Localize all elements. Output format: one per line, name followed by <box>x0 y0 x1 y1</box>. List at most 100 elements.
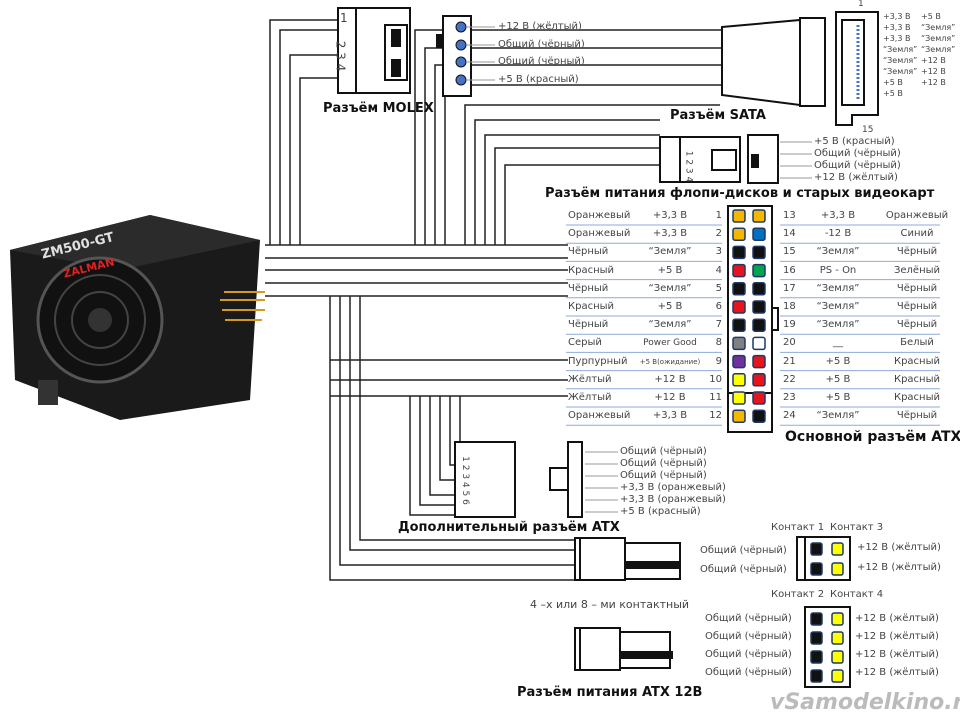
floppy-label: +12 В (жёлтый) <box>814 172 898 183</box>
pin-label: +12 В (жёлтый) <box>857 562 941 573</box>
atx-pin-5 <box>732 282 746 296</box>
contact-2-label: Контакт 2 <box>771 589 825 600</box>
atx-pin-6 <box>732 300 746 314</box>
sata-pin-label: “Земля” <box>883 45 918 54</box>
pin-voltage: +5 В(ожидание) <box>639 357 701 366</box>
sata-pin-label: +3,3 В <box>883 12 911 21</box>
pin-label: Общий (чёрный) <box>705 631 792 642</box>
pin-voltage: +5 В <box>657 264 683 276</box>
wire-color: Чёрный <box>896 319 938 331</box>
wire-color: Красный <box>568 264 615 276</box>
pin-voltage: +5 В <box>657 301 683 312</box>
psu-image <box>10 215 265 420</box>
atx-pin-18 <box>752 300 766 314</box>
pin-number: 12 <box>709 410 722 422</box>
sata-pin-label: “Земля” <box>921 34 956 43</box>
atx-pin-24 <box>752 409 766 423</box>
atx-pin-21 <box>752 354 766 369</box>
sata-pin-label: “Земля” <box>921 23 956 32</box>
pin-voltage: “Земля” <box>816 301 860 312</box>
pin-label: Общий (чёрный) <box>705 613 792 624</box>
pin-number: 4 <box>715 264 722 276</box>
aux-pins: 1 2 3 4 5 6 <box>459 456 470 505</box>
atx-pin-2 <box>732 227 746 241</box>
atx-pin-23 <box>752 391 766 405</box>
sata-pin-label: +3,3 В <box>883 23 911 32</box>
pin-voltage: “Земля” <box>648 282 692 294</box>
aux-pin-label: Общий (чёрный) <box>620 446 707 457</box>
pin-voltage: “Земля” <box>816 246 860 258</box>
atx-pin-9 <box>732 354 746 369</box>
sata-pin-label: +5 В <box>883 78 903 87</box>
pin-label: Общий (чёрный) <box>705 667 792 678</box>
wire-color: Оранжевый <box>885 210 949 221</box>
wire-color: Оранжевый <box>568 228 631 240</box>
wire-color: Чёрный <box>568 282 609 294</box>
sata-pin-label: +5 В <box>921 12 941 21</box>
pin-number: 20 <box>783 337 796 349</box>
pin-voltage: -12 В <box>824 228 852 240</box>
wire-color: Оранжевый <box>568 210 631 221</box>
pin-number: 22 <box>783 373 796 385</box>
pin-label: Общий (чёрный) <box>700 545 787 556</box>
pin-12v <box>831 669 844 683</box>
pin-label: +12 В (жёлтый) <box>855 649 939 660</box>
atx-pin-20 <box>752 336 766 351</box>
wire-color: Чёрный <box>896 282 938 294</box>
sata-pin-label: “Земля” <box>921 45 956 54</box>
pin-voltage: “Земля” <box>816 319 860 331</box>
atx-pin-12 <box>732 409 746 423</box>
pin-number: 21 <box>783 355 796 367</box>
wire-color: Чёрный <box>896 301 938 312</box>
pin-12v <box>831 542 844 556</box>
atx-pin-15 <box>752 245 766 260</box>
sata-title: Разъём SATA <box>670 108 766 123</box>
pin-number: 24 <box>783 410 796 422</box>
floppy-label: Общий (чёрный) <box>814 160 901 171</box>
sata-pin-label: +5 В <box>883 89 903 98</box>
wire-color: Серый <box>568 337 602 349</box>
atx-pin-13 <box>752 209 766 223</box>
atx12v-subtitle: 4 –х или 8 – ми контактный <box>530 598 690 611</box>
atx-pin-22 <box>752 373 766 387</box>
pin-number: 5 <box>715 282 722 294</box>
pin-voltage: +5 В <box>825 392 851 403</box>
molex-pins: 2 3 4 <box>333 40 348 72</box>
molex-title: Разъём MOLEX <box>323 101 434 116</box>
atx-main-title: Основной разъём ATX <box>785 429 960 445</box>
pin-number: 18 <box>783 301 796 312</box>
wire-color: Чёрный <box>896 410 938 422</box>
pin-voltage: +3,3 В <box>652 228 688 240</box>
sata-pin-label: +3,3 В <box>883 34 911 43</box>
pin-number: 3 <box>715 246 722 258</box>
molex-label: +12 В (жёлтый) <box>498 21 582 32</box>
wire-color: Жёлтый <box>568 392 612 403</box>
wire-color: Жёлтый <box>568 373 612 385</box>
floppy-label: +5 В (красный) <box>814 136 895 147</box>
pin-number: 7 <box>715 319 722 331</box>
pin-label: +12 В (жёлтый) <box>855 613 939 624</box>
wire-color: Белый <box>900 337 934 349</box>
pin-voltage: “Земля” <box>648 246 692 258</box>
sata-pin-last: 15 <box>862 125 874 135</box>
pin-voltage: +5 В <box>825 355 851 367</box>
molex-pin1: 1 <box>340 11 348 25</box>
pin-ground <box>810 631 823 645</box>
pin-number: 16 <box>783 264 796 276</box>
sata-pin-label: +12 В <box>921 56 946 65</box>
pin-12v <box>831 631 844 645</box>
wire-color: Чёрный <box>568 319 609 331</box>
molex-label: Общий (чёрный) <box>498 56 585 67</box>
pin-ground <box>810 669 823 683</box>
pin-number: 23 <box>783 392 796 403</box>
floppy-label: Общий (чёрный) <box>814 148 901 159</box>
atx-pin-4 <box>732 263 746 278</box>
pin-voltage: +3,3 В <box>820 210 856 221</box>
pin-number: 9 <box>715 355 722 367</box>
pin-number: 15 <box>783 246 796 258</box>
pin-number: 10 <box>709 373 722 385</box>
pin-ground <box>810 612 823 626</box>
floppy-pins: 1 2 3 4 <box>683 150 694 183</box>
